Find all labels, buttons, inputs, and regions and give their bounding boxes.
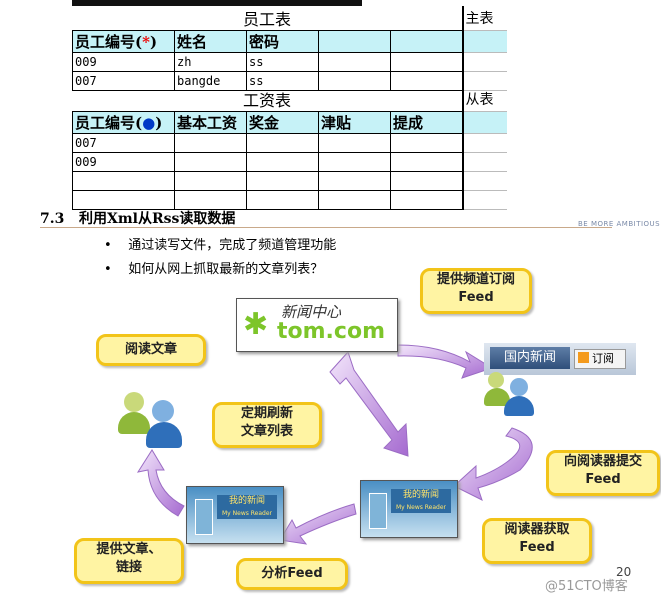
arrow-to-tab [397, 344, 494, 379]
arrow-bottom-left [279, 503, 357, 545]
news-site-screenshot: ✱ 新闻中心 tom.com [236, 298, 398, 352]
users-icon-left [118, 388, 188, 450]
reader-book-icon [195, 499, 213, 535]
top-strip [72, 0, 362, 6]
arrow-double [329, 351, 409, 457]
employee-table-title: 员工表 [243, 10, 292, 29]
section-heading: 7.3 利用Xml从Rss读取数据 [40, 208, 235, 228]
header-employee-id: 员工编号(●) [72, 111, 175, 134]
table-row: 007 bangde ss [72, 71, 507, 91]
rss-icon [578, 352, 589, 363]
bullet-item: • 如何从网上抓取最新的文章列表？ [104, 262, 324, 277]
news-center-label: 新闻中心 [281, 303, 342, 321]
tom-logo: tom.com [277, 319, 385, 344]
channel-tab-bar: 国内新闻 订阅 [484, 343, 636, 375]
users-icon-right [482, 368, 542, 418]
table-row [72, 190, 507, 210]
salary-side-label: 从表 [461, 87, 507, 112]
callout-read-article: 阅读文章 [96, 334, 206, 366]
callout-parse-feed: 分析Feed [236, 558, 348, 590]
section-title: 利用Xml从Rss读取数据 [78, 211, 236, 227]
section-divider [40, 227, 612, 228]
header-empty [318, 30, 391, 53]
header-bonus: 奖金 [246, 111, 319, 134]
watermark: @51CTO博客 [545, 579, 628, 594]
header-name: 姓名 [174, 30, 247, 53]
reader-book-icon [369, 493, 387, 529]
arrow-up-left [136, 449, 185, 517]
employee-table: 员工表 主表 员工编号(*) 姓名 密码 009 zh ss 007 bangd… [72, 6, 507, 91]
header-commission: 提成 [389, 111, 464, 134]
tab-domestic-news[interactable]: 国内新闻 [490, 347, 570, 369]
subscribe-button[interactable]: 订阅 [574, 349, 626, 369]
salary-table-title: 工资表 [243, 91, 292, 110]
bullet-item: • 通过读写文件，完成了频道管理功能 [104, 238, 337, 253]
tom-star-icon: ✱ [243, 307, 269, 342]
salary-table: 工资表 从表 员工编号(●) 基本工资 奖金 津贴 提成 007 009 [72, 87, 507, 210]
page-number: 20 [616, 565, 632, 579]
callout-provide-article: 提供文章、链接 [74, 538, 184, 584]
employee-side-label: 主表 [461, 6, 507, 31]
table-row: 007 [72, 133, 507, 153]
arrow-down-right [453, 427, 533, 501]
header-employee-id: 员工编号(*) [72, 30, 175, 53]
header-fragment: BE MORE AMBITIOUS [578, 220, 661, 228]
callout-refresh: 定期刷新文章列表 [212, 402, 322, 448]
header-empty [389, 30, 464, 53]
header-allowance: 津贴 [318, 111, 391, 134]
section-number: 7.3 [40, 211, 65, 227]
